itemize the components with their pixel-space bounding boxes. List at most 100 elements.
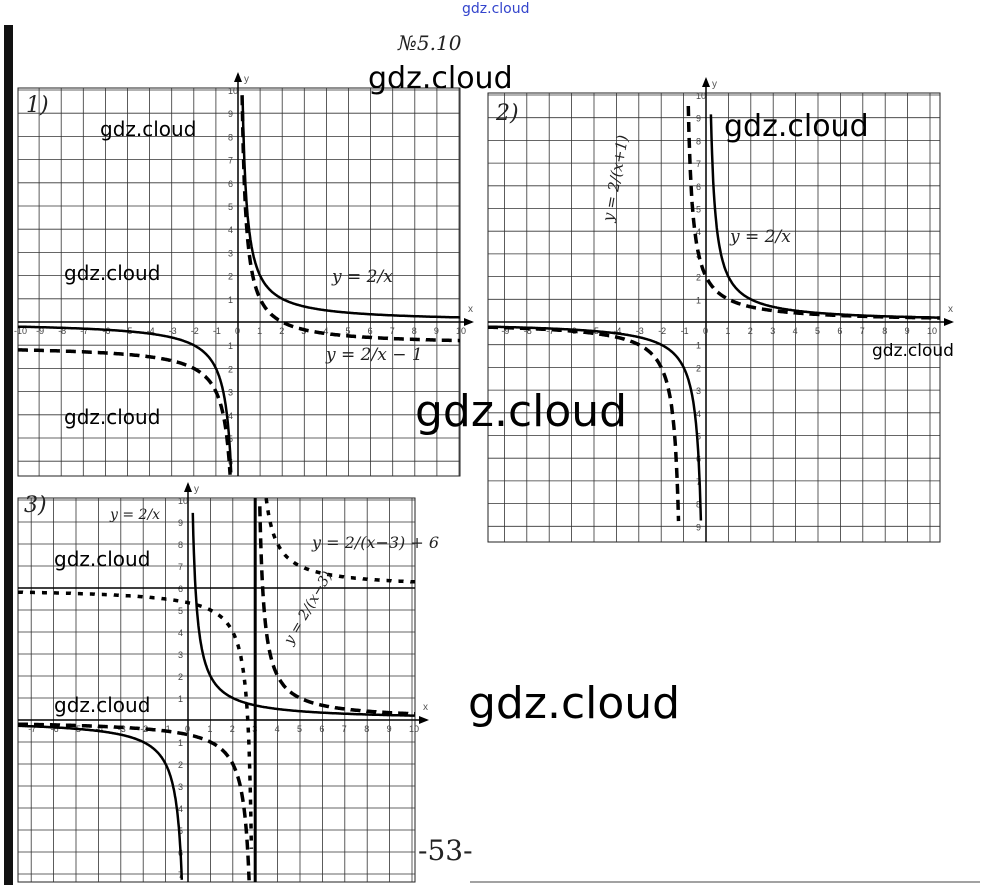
x-tick-label: -3 bbox=[169, 326, 177, 336]
y-tick-label: 9 bbox=[696, 114, 701, 124]
y-tick-label: 2 bbox=[696, 273, 701, 283]
y-axis-label: y bbox=[712, 79, 717, 90]
y-tick-label: 1 bbox=[228, 341, 233, 351]
y-tick-label: 2 bbox=[228, 272, 233, 282]
x-tick-label: 7 bbox=[860, 326, 865, 336]
x-tick-label: -2 bbox=[140, 724, 148, 734]
y-tick-label: 7 bbox=[228, 156, 233, 166]
x-tick-label: 4 bbox=[793, 326, 798, 336]
y-tick-label: 10 bbox=[178, 496, 188, 506]
y-axis-arrow-icon bbox=[702, 77, 710, 87]
x-tick-label: -4 bbox=[147, 326, 155, 336]
x-tick-label: -7 bbox=[28, 724, 36, 734]
curve-solid bbox=[191, 512, 416, 717]
y-tick-label: 9 bbox=[178, 518, 183, 528]
watermark: gdz.cloud bbox=[368, 61, 513, 96]
curve-dotted bbox=[18, 590, 254, 849]
y-tick-label: 1 bbox=[178, 738, 183, 748]
y-tick-label: 7 bbox=[696, 159, 701, 169]
y-axis-arrow-icon bbox=[184, 482, 192, 492]
x-axis-arrow-icon bbox=[464, 318, 474, 326]
y-tick-label: 5 bbox=[696, 205, 701, 215]
x-tick-label: 7 bbox=[390, 326, 395, 336]
x-axis-label: x bbox=[468, 304, 473, 315]
y-tick-label: 5 bbox=[228, 434, 233, 444]
curve-solid bbox=[18, 325, 233, 473]
x-tick-label: 6 bbox=[837, 326, 842, 336]
y-tick-label: 8 bbox=[696, 136, 701, 146]
y-tick-label: 8 bbox=[228, 132, 233, 142]
watermark: gdz.cloud bbox=[100, 117, 197, 141]
y-tick-label: 8 bbox=[696, 500, 701, 510]
x-tick-label: 0 bbox=[235, 326, 240, 336]
curve-dashed bbox=[18, 722, 251, 881]
y-tick-label: 6 bbox=[696, 182, 701, 192]
y-tick-label: 3 bbox=[178, 650, 183, 660]
x-tick-label: -9 bbox=[36, 326, 44, 336]
y-tick-label: 4 bbox=[228, 225, 233, 235]
y-tick-label: 4 bbox=[696, 227, 701, 237]
y-axis-arrow-icon bbox=[234, 72, 242, 82]
header-watermark[interactable]: gdz.cloud bbox=[462, 1, 530, 17]
curve-dashed bbox=[18, 348, 232, 475]
watermark: gdz.cloud bbox=[64, 261, 161, 285]
x-tick-label: 4 bbox=[323, 326, 328, 336]
watermark: gdz.cloud bbox=[872, 341, 954, 361]
page-number: -53- bbox=[418, 834, 473, 867]
x-tick-label: 1 bbox=[725, 326, 730, 336]
graph-frame bbox=[487, 92, 941, 543]
y-tick-label: 5 bbox=[178, 606, 183, 616]
x-tick-label: 8 bbox=[882, 326, 887, 336]
x-tick-label: -2 bbox=[658, 326, 666, 336]
graph1-label: 1) bbox=[26, 93, 49, 118]
watermark: gdz.cloud bbox=[468, 678, 681, 729]
x-tick-label: -1 bbox=[681, 326, 689, 336]
curve-dashed bbox=[258, 506, 415, 716]
curve-dotted bbox=[264, 498, 415, 584]
y-tick-label: 4 bbox=[228, 411, 233, 421]
y-tick-label: 7 bbox=[178, 562, 183, 572]
watermark: gdz.cloud bbox=[54, 693, 151, 717]
x-tick-label: -8 bbox=[58, 326, 66, 336]
y-tick-label: 3 bbox=[178, 782, 183, 792]
x-tick-label: 8 bbox=[412, 326, 417, 336]
y-axis-label: y bbox=[244, 74, 249, 85]
x-tick-label: 9 bbox=[905, 326, 910, 336]
y-tick-label: 1 bbox=[696, 295, 701, 305]
x-tick-label: 3 bbox=[770, 326, 775, 336]
graph2-label: 2) bbox=[496, 101, 519, 126]
x-tick-label: 9 bbox=[434, 326, 439, 336]
x-tick-label: 1 bbox=[257, 326, 262, 336]
y-tick-label: 2 bbox=[178, 760, 183, 770]
x-tick-label: 6 bbox=[319, 724, 324, 734]
x-tick-label: 1 bbox=[207, 724, 212, 734]
x-tick-label: -7 bbox=[80, 326, 88, 336]
x-axis-label: x bbox=[423, 702, 428, 713]
curve-solid bbox=[241, 101, 460, 319]
curve-solid bbox=[18, 724, 184, 880]
y-tick-label: 4 bbox=[178, 628, 183, 638]
y-tick-label: 8 bbox=[178, 540, 183, 550]
x-tick-label: -6 bbox=[51, 724, 59, 734]
x-tick-label: -1 bbox=[163, 724, 171, 734]
x-tick-label: -1 bbox=[213, 326, 221, 336]
watermark: gdz.cloud bbox=[415, 386, 628, 437]
x-tick-label: 2 bbox=[230, 724, 235, 734]
y-tick-label: 5 bbox=[228, 202, 233, 212]
x-tick-label: -7 bbox=[546, 326, 554, 336]
x-tick-label: -2 bbox=[191, 326, 199, 336]
x-tick-label: 7 bbox=[342, 724, 347, 734]
watermark: gdz.cloud bbox=[724, 109, 869, 144]
y-tick-label: 1 bbox=[228, 295, 233, 305]
x-tick-label: 10 bbox=[456, 326, 466, 336]
x-axis-label: x bbox=[948, 304, 953, 315]
y-tick-label: 6 bbox=[228, 179, 233, 189]
x-tick-label: 5 bbox=[346, 326, 351, 336]
y-tick-label: 4 bbox=[696, 409, 701, 419]
problem-number: №5.10 bbox=[398, 31, 462, 55]
y-tick-label: 9 bbox=[696, 522, 701, 532]
graph3-label: 3) bbox=[24, 493, 47, 518]
curve-solid bbox=[709, 114, 941, 319]
x-tick-label: -8 bbox=[524, 326, 532, 336]
